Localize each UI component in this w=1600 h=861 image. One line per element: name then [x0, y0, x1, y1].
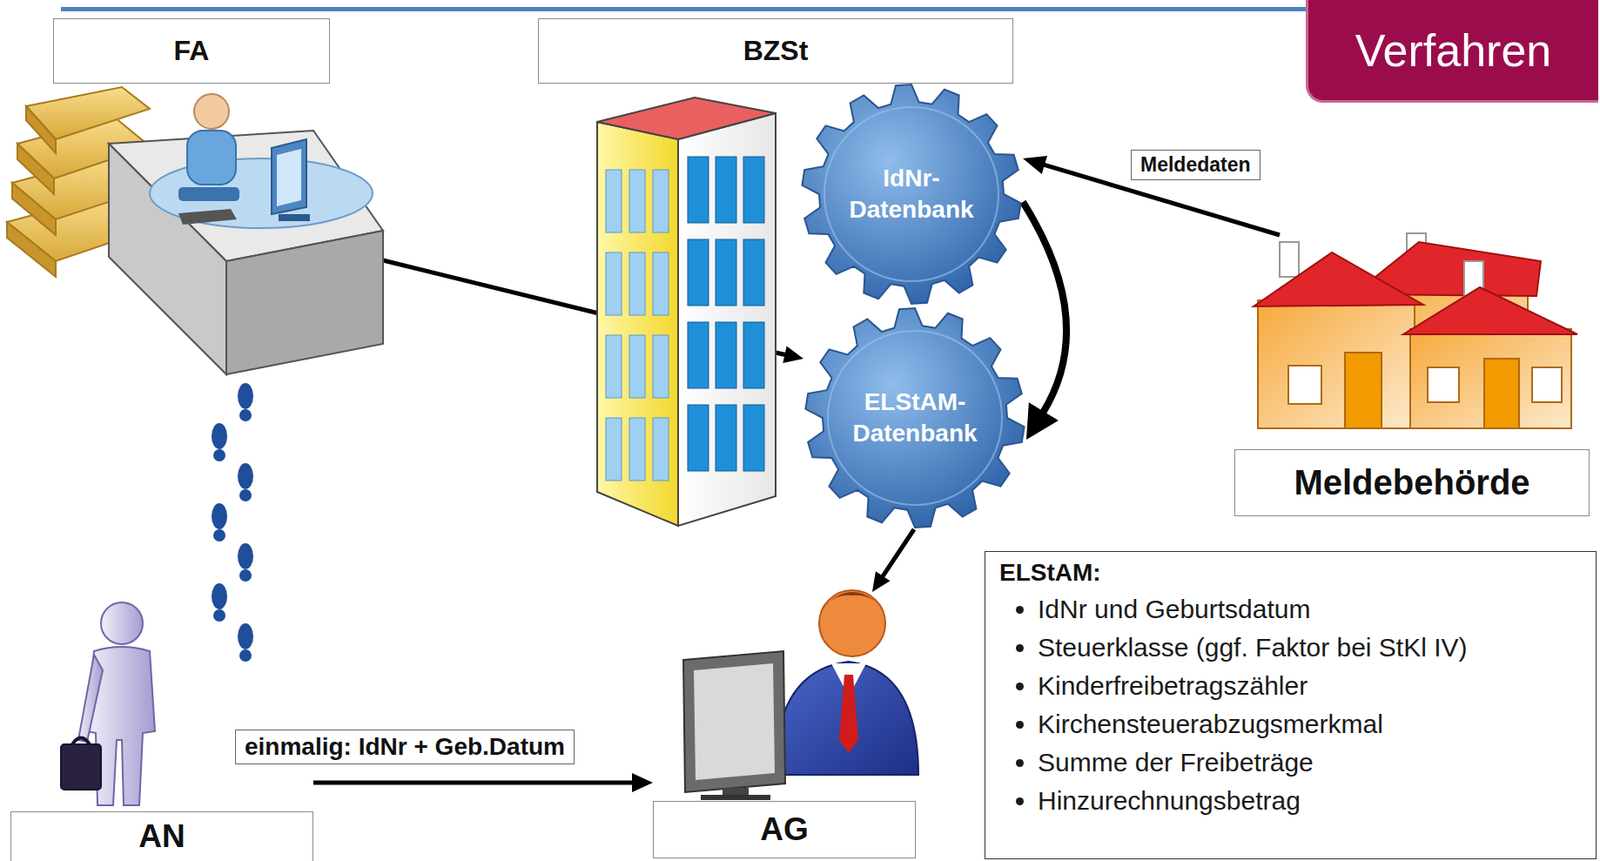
footprint: [211, 423, 228, 450]
label-frame: AN: [10, 811, 314, 861]
database-gear: IdNr- Datenbank: [800, 82, 1023, 306]
window: [629, 252, 646, 316]
label-text: AN: [138, 818, 185, 855]
window: [715, 404, 737, 471]
window: [629, 335, 646, 398]
label-frame: Meldebehörde: [1234, 449, 1590, 517]
list-item: Summe der Freibeträge: [1037, 743, 1582, 782]
window: [605, 417, 622, 481]
window: [687, 156, 709, 223]
footprint: [239, 569, 252, 582]
title-text: Verfahren: [1355, 24, 1553, 77]
employee-figure: [60, 602, 155, 806]
office-building: [597, 97, 776, 526]
list-item: IdNr und Geburtsdatum: [1037, 590, 1582, 629]
gear-shape: [803, 306, 1027, 530]
arrowhead: [872, 571, 891, 592]
authority-label: Meldebehörde: [1234, 235, 1591, 517]
footprint: [237, 623, 254, 650]
window: [687, 404, 709, 471]
box-heading: ELStAM:: [999, 558, 1582, 587]
gear-shape: [800, 82, 1023, 306]
footprints: [211, 383, 254, 662]
building-windows: [605, 156, 765, 481]
connector-arrow: [872, 529, 915, 592]
window: [715, 239, 737, 306]
window: [743, 156, 765, 223]
connector-arrow: [313, 773, 653, 793]
window: [743, 322, 765, 389]
window: [715, 156, 737, 223]
title-tab: Verfahren: [1305, 0, 1599, 103]
window: [605, 252, 622, 316]
footprint: [239, 409, 252, 422]
label-frame: AG: [652, 800, 916, 859]
database-gear: ELStAM- Datenbank: [803, 306, 1027, 530]
window: [605, 335, 622, 398]
footprint: [237, 543, 254, 570]
window: [743, 404, 765, 471]
footprint: [213, 449, 226, 462]
footprint: [211, 503, 228, 530]
label-text: FA: [174, 34, 210, 68]
arrowhead: [631, 773, 653, 793]
list-item: Hinzurechnungsbetrag: [1037, 781, 1582, 821]
role-label: AG: [652, 591, 916, 859]
window: [652, 417, 669, 481]
edge-label: einmalig: IdNr + Geb.Datum: [235, 729, 575, 765]
footprint: [237, 383, 254, 410]
top-rule: [60, 6, 1306, 12]
footprint: [213, 609, 226, 622]
window: [652, 335, 669, 398]
footprint: [213, 529, 226, 542]
footprint: [237, 463, 254, 490]
office-desk: [108, 130, 384, 375]
list-item: Steuerklasse (ggf. Faktor bei StKl IV): [1037, 628, 1582, 667]
window: [715, 322, 737, 389]
footprint: [239, 649, 252, 662]
label-text: Meldebehörde: [1293, 463, 1530, 503]
authority-label: BZSt: [537, 18, 1014, 84]
window: [687, 322, 709, 389]
window: [687, 239, 709, 306]
list-item: Kirchensteuerabzugsmerkmal: [1037, 705, 1582, 744]
window: [605, 169, 622, 233]
employer-figure: [683, 590, 919, 800]
info-box: ELStAM: IdNr und GeburtsdatumSteuerklasse…: [984, 551, 1597, 860]
gear-label: IdNr- Datenbank: [828, 162, 995, 227]
connector-line: [881, 529, 915, 578]
label-text: BZSt: [743, 34, 809, 68]
authority-label: FA: [0, 18, 384, 379]
bullet-list: IdNr und GeburtsdatumSteuerklasse (ggf. …: [999, 590, 1582, 821]
connector-line: [313, 780, 634, 786]
gear-label: ELStAM- Datenbank: [832, 386, 998, 451]
window: [629, 169, 646, 233]
edge-label: Meldedaten: [1130, 149, 1261, 181]
clerk-figure: [178, 94, 310, 225]
window: [652, 169, 669, 233]
footprint: [239, 489, 252, 502]
list-item: Kinderfreibetragszähler: [1037, 666, 1582, 706]
label-frame: FA: [53, 18, 330, 84]
label-text: AG: [759, 811, 809, 848]
window: [629, 417, 646, 481]
connector-line: [1022, 201, 1067, 413]
connector-arrow: [1022, 201, 1067, 440]
label-frame: BZSt: [537, 18, 1014, 84]
footprint: [211, 583, 228, 610]
houses: [1253, 233, 1578, 429]
window: [652, 252, 669, 316]
window: [743, 239, 765, 306]
